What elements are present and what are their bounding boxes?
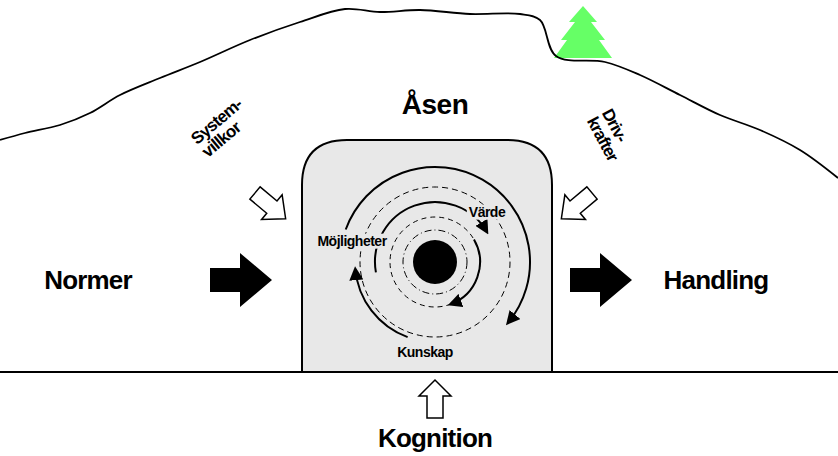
input-label: Normer — [44, 267, 132, 293]
dashed-ring — [390, 217, 480, 307]
dashdot-ring — [403, 230, 467, 294]
hill-region: ÅsenMöjligheter VärdeKunskap — [0, 0, 838, 372]
hollow-arrow — [551, 181, 602, 231]
output-label: Handling — [664, 267, 769, 293]
core-dot — [413, 240, 457, 284]
hollow-arrow — [245, 181, 296, 231]
tree-symbol — [554, 6, 612, 58]
factor-label: Driv- krafter — [584, 106, 636, 164]
cycle-label: Kunskap — [395, 345, 455, 360]
tunnel-shape: Möjligheter VärdeKunskap — [302, 140, 552, 372]
cycle-label: Möjligheter — [315, 234, 388, 249]
region-name: Åsen — [402, 90, 468, 119]
dashed-ring — [360, 187, 510, 337]
cycle-arrow — [450, 240, 480, 305]
base-label: Kognition — [378, 425, 492, 451]
tunnel-outline — [302, 140, 552, 372]
cycle-label: Värde — [467, 205, 507, 220]
block-arrow — [570, 253, 632, 307]
factor-label: System- villkor — [188, 96, 256, 161]
hollow-arrow — [419, 380, 451, 418]
cycle-arrow — [355, 269, 407, 337]
tunnel-shape-svg — [302, 140, 552, 372]
block-arrow — [210, 253, 272, 307]
